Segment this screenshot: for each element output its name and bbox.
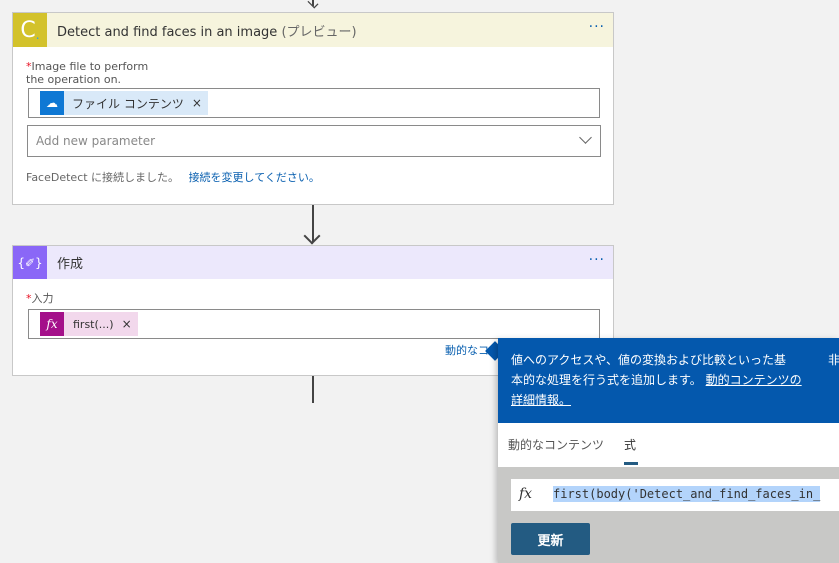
token-label: first(...): [73, 317, 114, 331]
connector-line: [312, 376, 314, 403]
cognitive-services-icon: C.: [13, 13, 47, 47]
face-detect-action-card: C. Detect and find faces in an image (プレ…: [12, 12, 614, 205]
card-title: 作成: [57, 257, 84, 272]
expression-popup: 値へのアクセスや、値の変換および比較といった基 非 本的な処理を行う式を追加します…: [498, 338, 839, 563]
image-file-input[interactable]: ☁ ファイル コンテンツ ×: [28, 88, 600, 118]
learn-more-link[interactable]: 詳細情報。: [511, 393, 572, 407]
remove-token-icon[interactable]: ×: [121, 317, 132, 331]
chevron-down-icon: [579, 131, 592, 144]
info-text-clipped: 非: [828, 353, 839, 367]
tab-dynamic-content[interactable]: 動的なコンテンツ: [508, 438, 605, 452]
change-connection-link[interactable]: 接続を変更してください。: [188, 171, 320, 184]
compose-braces-icon: {✐}: [13, 246, 47, 279]
fx-icon: fx: [40, 312, 64, 336]
card-header[interactable]: C. Detect and find faces in an image (プレ…: [13, 13, 613, 47]
fx-icon: fx: [519, 486, 533, 502]
expression-token[interactable]: fx first(...) ×: [40, 312, 138, 336]
arrow-down-icon: [307, 0, 319, 9]
file-content-token[interactable]: ☁ ファイル コンテンツ ×: [40, 91, 208, 115]
connection-status: FaceDetect に接続しました。: [26, 171, 180, 184]
preview-tag: (プレビュー): [281, 24, 357, 40]
info-text: 本的な処理を行う式を追加します。: [511, 373, 702, 387]
info-text: 値へのアクセスや、値の変換および比較といった基: [511, 353, 787, 367]
learn-more-link[interactable]: 動的コンテンツの: [705, 373, 802, 387]
token-label: ファイル コンテンツ: [72, 96, 184, 111]
add-new-parameter-dropdown[interactable]: Add new parameter: [27, 125, 601, 157]
remove-token-icon[interactable]: ×: [191, 96, 202, 110]
compose-action-card: {✐} 作成 ··· *入力 fx first(...) × 動的なコ: [12, 245, 614, 376]
arrow-down-icon: [303, 227, 321, 245]
more-options-button[interactable]: ···: [588, 252, 605, 268]
connector-line: [312, 0, 314, 6]
card-title: Detect and find faces in an image: [57, 24, 278, 40]
expression-input[interactable]: fx first(body('Detect_and_find_faces_in_: [511, 479, 839, 511]
add-parameter-placeholder: Add new parameter: [36, 134, 156, 148]
compose-input[interactable]: fx first(...) ×: [28, 309, 600, 339]
card-header[interactable]: {✐} 作成 ···: [13, 246, 613, 279]
connector-line: [312, 205, 314, 242]
info-banner: 値へのアクセスや、値の変換および比較といった基 非 本的な処理を行う式を追加します…: [498, 338, 839, 423]
dynamic-content-link[interactable]: 動的なコ: [445, 344, 489, 357]
onedrive-cloud-icon: ☁: [40, 91, 64, 115]
expression-panel: fx first(body('Detect_and_find_faces_in_…: [498, 467, 839, 563]
expression-text: first(body('Detect_and_find_faces_in_: [553, 486, 821, 502]
input-label: *入力: [26, 292, 54, 305]
active-tab-indicator: [624, 462, 638, 465]
tab-expression[interactable]: 式: [624, 438, 637, 452]
more-options-button[interactable]: ···: [588, 19, 605, 35]
update-button[interactable]: 更新: [511, 523, 590, 555]
